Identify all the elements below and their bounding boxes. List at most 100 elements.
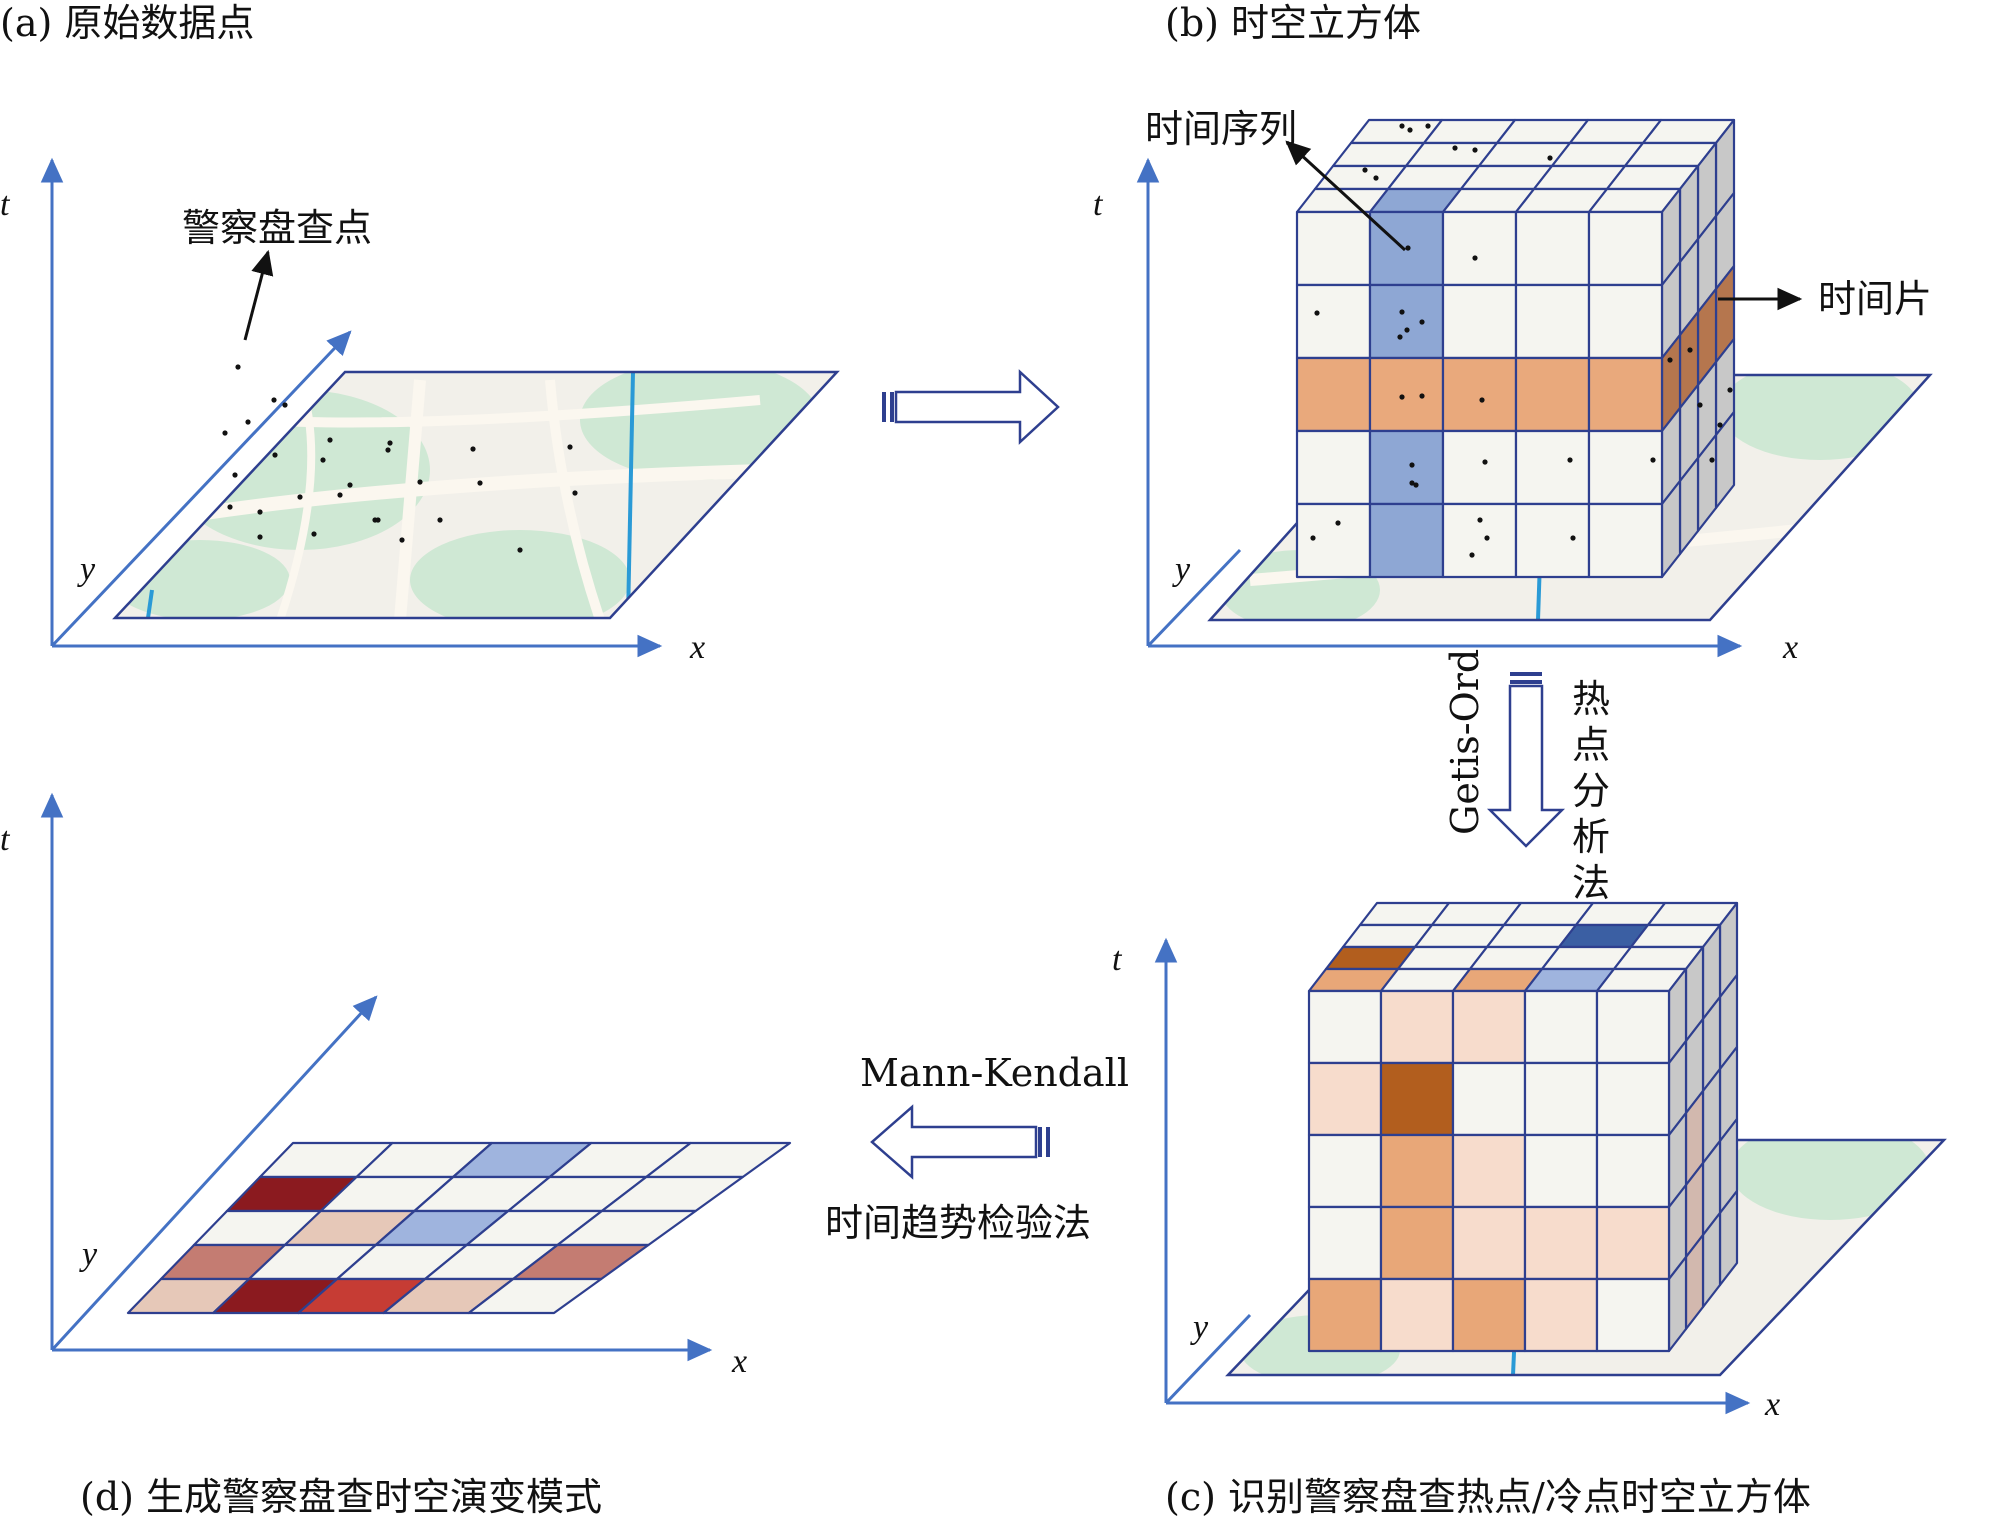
cube-front-cell bbox=[1441, 356, 1518, 433]
data-point bbox=[1373, 175, 1379, 181]
cube-front-cell bbox=[1595, 989, 1671, 1065]
cube-front-cell bbox=[1523, 1277, 1599, 1353]
data-point bbox=[1570, 535, 1576, 541]
cube-front-cell bbox=[1523, 1133, 1599, 1209]
cube-front-cell bbox=[1451, 1061, 1527, 1137]
data-point bbox=[1314, 310, 1320, 316]
cube-front-cell bbox=[1514, 429, 1591, 506]
data-point bbox=[1413, 482, 1419, 488]
cube-front-cell bbox=[1379, 1061, 1455, 1137]
data-point bbox=[1650, 457, 1656, 463]
panel-d: (d) 生成警察盘查时空演变模式 t x y bbox=[0, 792, 792, 1519]
cube-front-cell bbox=[1514, 356, 1591, 433]
t-label-a: t bbox=[0, 186, 11, 223]
cube-front-cell bbox=[1514, 502, 1591, 579]
data-point bbox=[1667, 357, 1673, 363]
data-point bbox=[1419, 393, 1425, 399]
cube-front-cell bbox=[1441, 283, 1518, 360]
data-point bbox=[1477, 517, 1483, 523]
cube-front-cell bbox=[1514, 210, 1591, 287]
cube-front-cell bbox=[1307, 1061, 1383, 1137]
hotspot-method-char: 析 bbox=[1572, 815, 1610, 859]
space-time-cube-b bbox=[1295, 118, 1736, 579]
cube-front-cell bbox=[1295, 283, 1372, 360]
cube-front-cell bbox=[1587, 356, 1664, 433]
cube-front-cell bbox=[1441, 210, 1518, 287]
y-label-a: y bbox=[77, 551, 96, 588]
trend-cell bbox=[467, 1277, 603, 1315]
cube-front-cell bbox=[1451, 1277, 1527, 1353]
data-point bbox=[1362, 167, 1368, 173]
data-point bbox=[1404, 327, 1410, 333]
time-series-arrow bbox=[1285, 140, 1407, 252]
panel-c-title: (c) 识别警察盘查热点/冷点时空立方体 bbox=[1165, 1475, 1811, 1519]
cube-front-cell bbox=[1368, 502, 1445, 579]
data-point bbox=[1452, 145, 1458, 151]
police-stop-points bbox=[222, 364, 578, 553]
cube-front-cell bbox=[1595, 1205, 1671, 1281]
plane-outline-a bbox=[112, 370, 840, 620]
data-point bbox=[1310, 535, 1316, 541]
hotspot-method-char: 点 bbox=[1572, 723, 1610, 767]
x-label-d: x bbox=[731, 1343, 747, 1380]
cube-front-cell bbox=[1295, 210, 1372, 287]
cube-front-cell bbox=[1441, 429, 1518, 506]
panel-d-title: (d) 生成警察盘查时空演变模式 bbox=[80, 1475, 602, 1519]
cube-front-cell bbox=[1587, 210, 1664, 287]
cube-front-cell bbox=[1595, 1277, 1671, 1353]
x-label-a: x bbox=[689, 629, 705, 666]
data-point bbox=[1405, 245, 1411, 251]
cube-front-cell bbox=[1368, 283, 1445, 360]
panel-a-title: (a) 原始数据点 bbox=[0, 1, 254, 45]
x-label-b: x bbox=[1782, 629, 1798, 666]
cube-front-cell bbox=[1523, 1205, 1599, 1281]
data-point bbox=[1407, 127, 1413, 133]
cube-front-cell bbox=[1379, 1205, 1455, 1281]
trend-test-label: 时间趋势检验法 bbox=[825, 1201, 1091, 1245]
y-label-c: y bbox=[1190, 1309, 1209, 1346]
police-stop-label: 警察盘查点 bbox=[182, 206, 372, 250]
panel-c: (c) 识别警察盘查热点/冷点时空立方体 t x y bbox=[1112, 901, 1947, 1519]
y-label-b: y bbox=[1172, 551, 1191, 588]
cube-front-cell bbox=[1441, 502, 1518, 579]
data-point bbox=[1419, 319, 1425, 325]
data-point bbox=[1567, 457, 1573, 463]
t-label-c: t bbox=[1112, 941, 1123, 978]
data-point bbox=[1399, 394, 1405, 400]
y-axis-b bbox=[1146, 548, 1242, 648]
trend-plane-d bbox=[126, 1141, 792, 1315]
data-point bbox=[1399, 309, 1405, 315]
hotspot-cube-c bbox=[1307, 901, 1739, 1353]
x-label-c: x bbox=[1764, 1386, 1780, 1423]
cube-front-cell bbox=[1307, 1205, 1383, 1281]
data-point bbox=[1472, 255, 1478, 261]
time-series-label: 时间序列 bbox=[1145, 107, 1297, 151]
data-point bbox=[1469, 552, 1475, 558]
data-point bbox=[1335, 520, 1341, 526]
data-point bbox=[1709, 457, 1715, 463]
cube-front-cell bbox=[1295, 502, 1372, 579]
getis-ord-label: Getis-Ord bbox=[1443, 649, 1487, 835]
data-point bbox=[1399, 123, 1405, 129]
cube-front-cell bbox=[1451, 1205, 1527, 1281]
hotspot-method-char: 热 bbox=[1572, 677, 1610, 721]
cube-front-cell bbox=[1295, 356, 1372, 433]
data-point bbox=[1479, 397, 1485, 403]
mann-kendall-label: Mann-Kendall bbox=[860, 1051, 1129, 1095]
cube-front-cell bbox=[1451, 1133, 1527, 1209]
cube-front-cell bbox=[1368, 356, 1445, 433]
data-point bbox=[1484, 535, 1490, 541]
cube-front-cell bbox=[1379, 1277, 1455, 1353]
y-label-d: y bbox=[79, 1236, 98, 1273]
data-point bbox=[1409, 480, 1415, 486]
y-axis-a bbox=[50, 330, 352, 648]
cube-front-cell bbox=[1587, 502, 1664, 579]
cube-front-cell bbox=[1379, 1133, 1455, 1209]
cube-front-cell bbox=[1307, 1133, 1383, 1209]
cube-front-cell bbox=[1368, 429, 1445, 506]
cube-front-cell bbox=[1451, 989, 1527, 1065]
data-point bbox=[1727, 387, 1733, 393]
